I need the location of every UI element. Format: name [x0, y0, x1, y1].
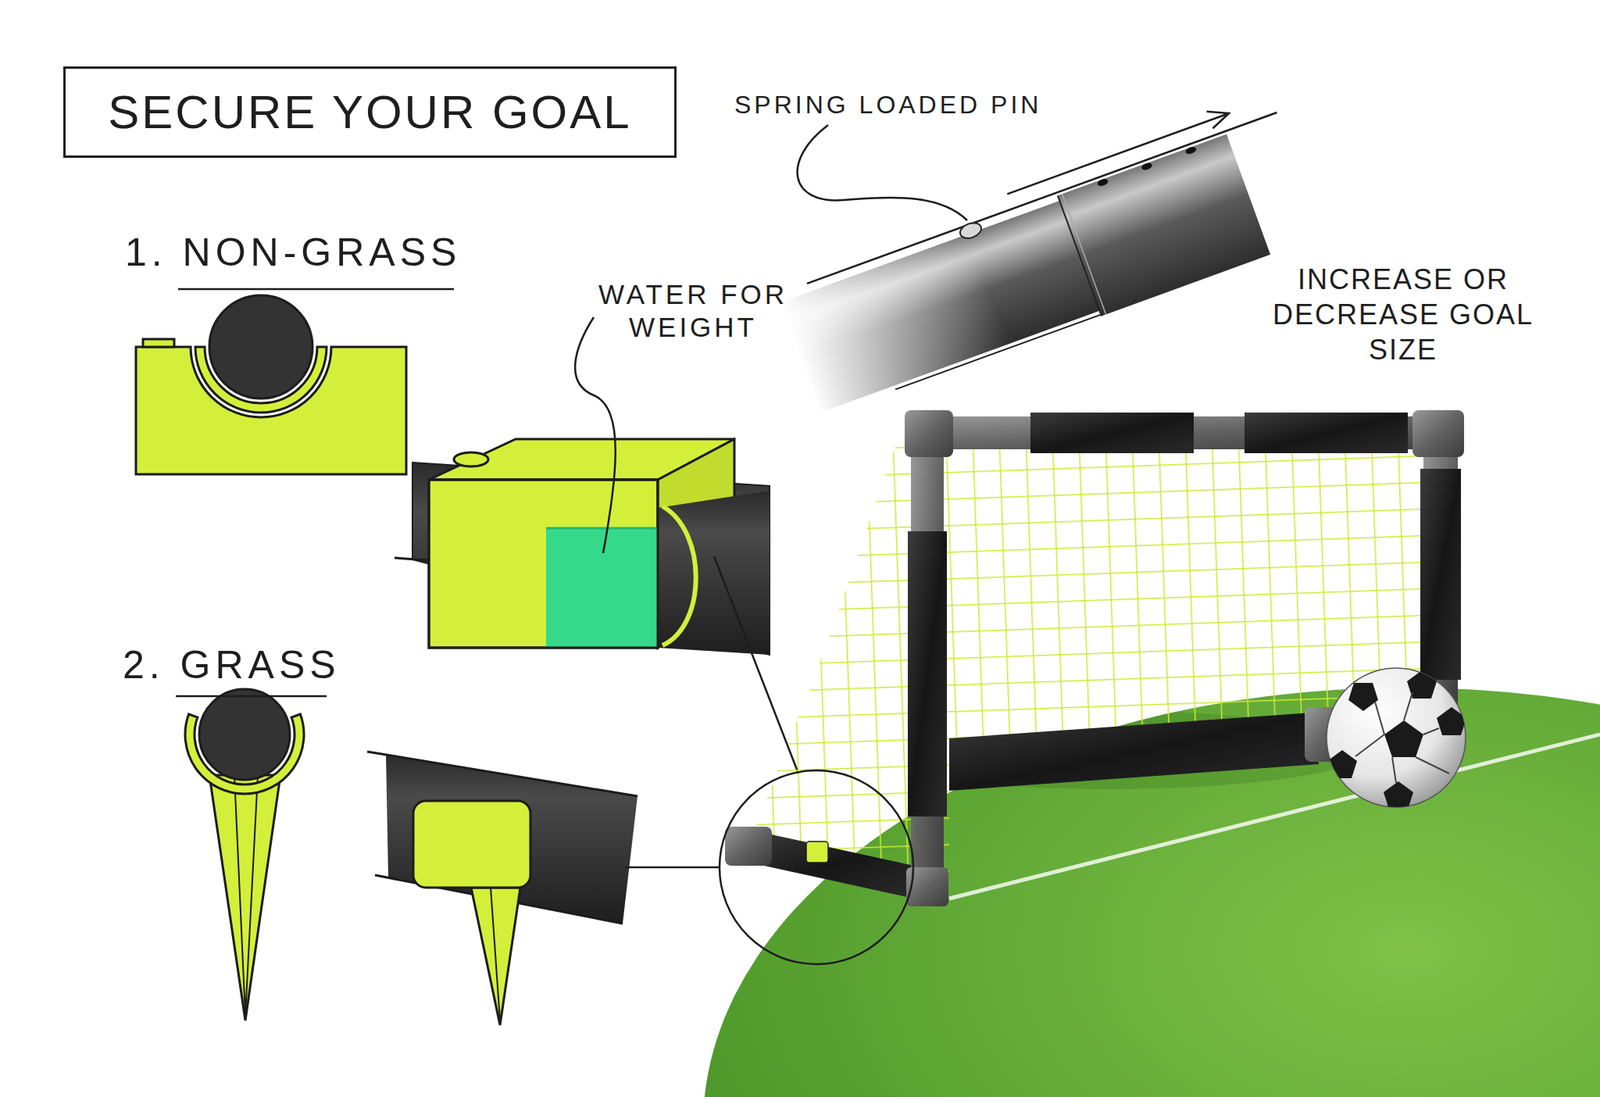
- pin-hole: [1140, 161, 1154, 172]
- stake-edge: [490, 887, 500, 1021]
- stake-edge: [234, 775, 258, 1016]
- heading-underline: [175, 695, 327, 698]
- label: 1. NON-GRASS: [125, 230, 461, 276]
- water: [546, 528, 658, 648]
- fill-cap: [453, 452, 489, 467]
- clip-tab: [142, 339, 175, 347]
- stake-side: [367, 751, 638, 1025]
- soccer-ball: [1326, 667, 1467, 810]
- pin-hole: [1096, 177, 1110, 187]
- stake-front: [185, 689, 304, 1021]
- base-bar: [750, 829, 915, 899]
- label: INCREASE OR DECREASE GOAL SIZE: [1254, 261, 1552, 368]
- label: WATER FOR WEIGHT: [564, 278, 822, 344]
- label: SPRING LOADED PIN: [734, 90, 1042, 120]
- stake-spike: [209, 775, 281, 1021]
- bar-sleeve: [1244, 412, 1408, 454]
- pipe-out: [657, 490, 770, 655]
- arrow-head: [1207, 104, 1233, 129]
- ball-patch: [1383, 781, 1414, 810]
- box-outline: [428, 479, 658, 648]
- net: [750, 437, 1434, 891]
- slide-arrow: [1007, 114, 1228, 195]
- clip-rim: [662, 506, 697, 646]
- tube-joint: [1057, 195, 1102, 316]
- post-sleeve: [1420, 468, 1461, 680]
- stake-spike: [471, 887, 521, 1025]
- elbow: [725, 826, 772, 866]
- back-bar: [949, 712, 1319, 791]
- weight-clip-front: [135, 295, 407, 475]
- fade: [773, 218, 1015, 428]
- stake-clip: [806, 841, 829, 863]
- goal: [725, 410, 1465, 907]
- ball-patch: [1436, 707, 1467, 736]
- leader-line: [797, 125, 968, 221]
- title-box: SECURE YOUR GOAL: [63, 66, 677, 158]
- ball-patch: [1384, 720, 1424, 758]
- ball-patch: [1327, 750, 1358, 779]
- pipe-edge: [367, 751, 638, 797]
- leader-line: [575, 317, 616, 554]
- label: 2. GRASS: [122, 642, 341, 689]
- bar-sleeve: [1030, 412, 1194, 454]
- title: SECURE YOUR GOAL: [107, 85, 632, 140]
- leader-line: [625, 866, 720, 869]
- water-weight-box: [394, 439, 770, 655]
- heading-underline: [178, 288, 454, 291]
- tube-outer: [1057, 134, 1271, 317]
- box-front: [428, 479, 658, 648]
- elbow: [1412, 410, 1465, 458]
- pipe-section: [199, 689, 290, 780]
- ball-patch: [1348, 682, 1379, 711]
- tube-joint: [1062, 193, 1107, 315]
- tube-edge: [895, 314, 1101, 390]
- leader-line: [714, 556, 799, 774]
- ball-seam: [1355, 692, 1450, 783]
- telescoping-tube: [767, 89, 1326, 428]
- stake-clip: [413, 800, 531, 888]
- magnifier: [719, 770, 914, 965]
- elbow: [904, 410, 954, 458]
- pipe-section: [209, 295, 313, 399]
- post-sleeve: [907, 531, 947, 817]
- spring-pin: [957, 220, 983, 241]
- water-surface: [546, 527, 658, 530]
- pin-hole: [1184, 145, 1197, 155]
